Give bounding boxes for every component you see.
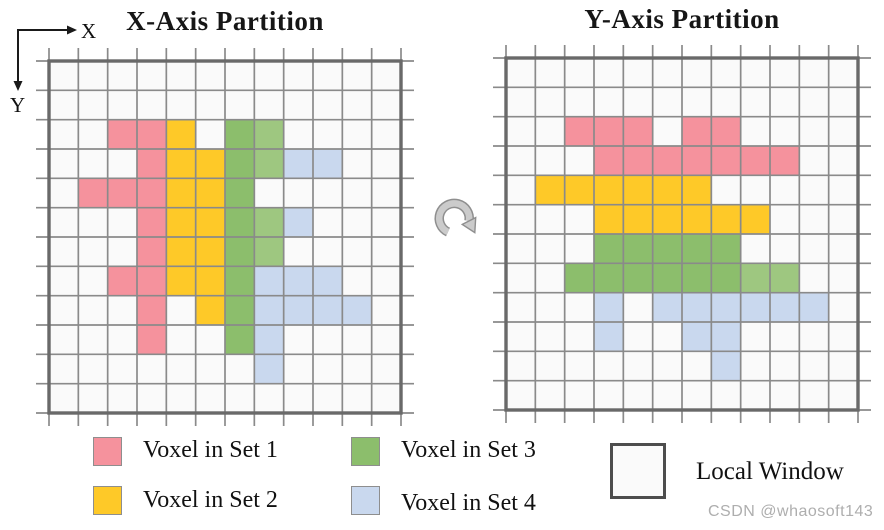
x-axis-arrowhead-icon bbox=[67, 25, 77, 35]
voxel-grid-y-partition bbox=[493, 45, 871, 423]
legend-swatch-set2 bbox=[93, 486, 122, 515]
rotate-clockwise-icon bbox=[434, 198, 477, 237]
y-axis-label: Y bbox=[10, 93, 25, 117]
legend-swatch-set4 bbox=[351, 486, 380, 515]
axes-indicator: X Y bbox=[10, 19, 96, 117]
legend-label-set2: Voxel in Set 2 bbox=[143, 487, 278, 513]
voxel-grid-x-partition bbox=[36, 48, 414, 426]
axes-lines bbox=[17, 29, 68, 82]
watermark-text: CSDN @whaosoft143 bbox=[708, 503, 874, 520]
left-panel-title: X-Axis Partition bbox=[126, 6, 324, 36]
x-axis-label: X bbox=[81, 19, 96, 43]
legend-label-set3: Voxel in Set 3 bbox=[401, 437, 536, 463]
y-axis-arrowhead-icon bbox=[13, 81, 23, 91]
legend-local-window-box bbox=[610, 443, 666, 499]
legend-label-set4: Voxel in Set 4 bbox=[401, 490, 536, 516]
legend-label-local-window: Local Window bbox=[696, 458, 844, 485]
legend-label-set1: Voxel in Set 1 bbox=[143, 437, 278, 463]
legend-swatch-set3 bbox=[351, 437, 380, 466]
legend-swatch-set1 bbox=[93, 437, 122, 466]
right-panel-title: Y-Axis Partition bbox=[584, 4, 780, 34]
